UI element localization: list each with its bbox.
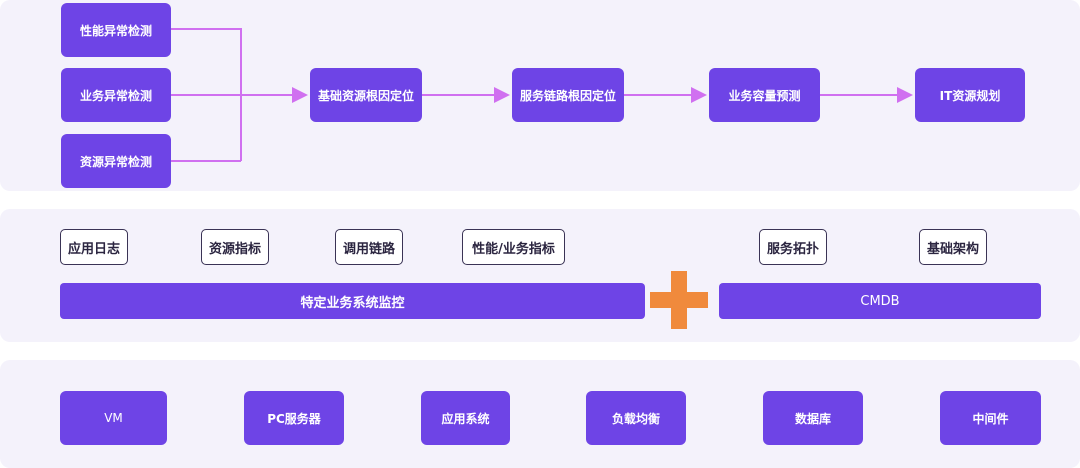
step-service-chain-root-cause[interactable]: 服务链路根因定位 [512, 68, 624, 122]
tag-infrastructure[interactable]: 基础架构 [919, 229, 987, 265]
detector-resource[interactable]: 资源异常检测 [61, 134, 171, 188]
infra-vm[interactable]: VM [60, 391, 167, 445]
detector-performance[interactable]: 性能异常检测 [61, 3, 171, 57]
business-system-monitoring-bar[interactable]: 特定业务系统监控 [60, 283, 645, 319]
cmdb-bar[interactable]: CMDB [719, 283, 1041, 319]
plus-icon [650, 271, 708, 329]
step-it-resource-planning[interactable]: IT资源规划 [915, 68, 1025, 122]
tag-app-logs[interactable]: 应用日志 [60, 229, 128, 265]
infra-middleware[interactable]: 中间件 [940, 391, 1041, 445]
infra-pc-server[interactable]: PC服务器 [244, 391, 344, 445]
tag-service-topology[interactable]: 服务拓扑 [759, 229, 827, 265]
connector-detector-1 [171, 28, 242, 161]
tag-perf-business-metrics[interactable]: 性能/业务指标 [462, 229, 565, 265]
detector-business[interactable]: 业务异常检测 [61, 68, 171, 122]
step-infra-root-cause[interactable]: 基础资源根因定位 [310, 68, 422, 122]
infra-application-system[interactable]: 应用系统 [421, 391, 510, 445]
infrastructure-panel [0, 360, 1080, 468]
infra-database[interactable]: 数据库 [763, 391, 863, 445]
infra-load-balancer[interactable]: 负载均衡 [586, 391, 686, 445]
tag-call-chain[interactable]: 调用链路 [335, 229, 403, 265]
step-capacity-forecast[interactable]: 业务容量预测 [709, 68, 820, 122]
tag-resource-metrics[interactable]: 资源指标 [201, 229, 269, 265]
